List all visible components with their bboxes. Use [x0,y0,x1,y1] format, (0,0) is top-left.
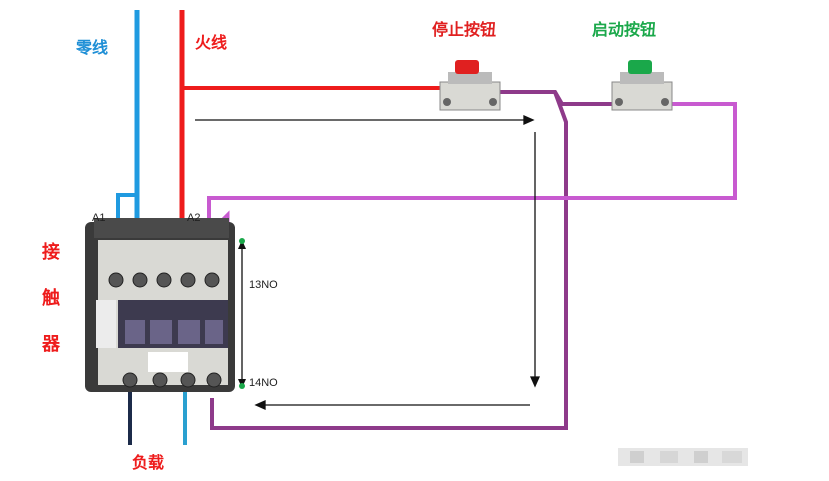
neutral-label: 零线 [76,38,109,57]
flow-arrows [195,114,541,411]
13no-label: 13NO [249,279,278,291]
a2-label: A2 [187,212,201,224]
contactor [85,218,235,392]
stop-to-14no-wire [210,91,568,430]
start-to-a2-wire [207,102,737,240]
no-contact-indicator [238,238,246,389]
live-label: 火线 [195,33,228,52]
start-button-label: 启动按钮 [592,20,657,39]
a1-label: A1 [92,212,106,224]
watermark-blur [618,448,748,466]
stop-button-label: 停止按钮 [432,20,497,39]
start-button-icon [611,60,673,111]
load-label: 负载 [132,453,165,472]
contactor-label-1: 接 [42,242,60,263]
contactor-label-3: 器 [42,334,60,355]
14no-label: 14NO [249,377,278,389]
contactor-label-2: 触 [42,288,60,309]
stop-button-icon [439,60,501,111]
